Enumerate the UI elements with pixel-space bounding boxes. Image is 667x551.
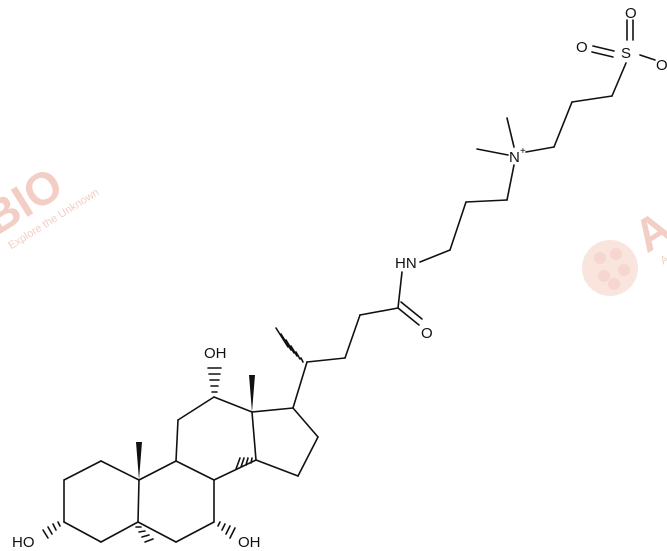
hydroxyl-3-label: HO: [12, 534, 35, 551]
hydroxyl-7-label: OH: [238, 534, 261, 551]
positive-charge: +: [520, 146, 526, 157]
c19-methyl: [136, 442, 142, 480]
c3-hydroxyl: HO: [12, 521, 61, 551]
nitrogen-atom: N: [509, 149, 520, 166]
c14-hashed: [235, 457, 253, 470]
ring-d: [251, 407, 319, 477]
propyl-chain-sulfo: [525, 95, 613, 153]
sulfonate-oxygen-right: O: [656, 57, 667, 74]
amide-nh-label: HN: [395, 255, 417, 272]
watermark-logo-icon: [582, 240, 638, 296]
ring-a: [63, 460, 140, 543]
amide-carbonyl: O: [397, 271, 433, 342]
c20-methyl-hashed: [275, 327, 304, 363]
c12-hydroxyl: OH: [204, 345, 227, 393]
c18-methyl: [249, 375, 255, 412]
quaternary-ammonium: N +: [476, 117, 526, 201]
watermark-left: BIO Explore the Unknown: [0, 157, 101, 252]
hydroxyl-12-label: OH: [204, 345, 227, 362]
ring-b: [137, 460, 215, 543]
propyl-chain-amide: HN: [395, 199, 508, 272]
sulfonate-oxygen-left: O: [576, 39, 588, 56]
ring-c: [175, 396, 257, 481]
c5-hashed: [135, 526, 154, 543]
sulfonate-oxygen-top: O: [625, 5, 637, 22]
sulfur-atom: S: [621, 45, 631, 62]
watermark-right-tagline: Ach: [658, 247, 667, 267]
carbonyl-oxygen: O: [421, 325, 433, 342]
watermark-right: A Ach: [582, 201, 667, 296]
c7-hydroxyl: OH: [217, 521, 261, 551]
sulfonate-group: O O S O: [576, 5, 667, 97]
side-chain: [292, 307, 399, 409]
